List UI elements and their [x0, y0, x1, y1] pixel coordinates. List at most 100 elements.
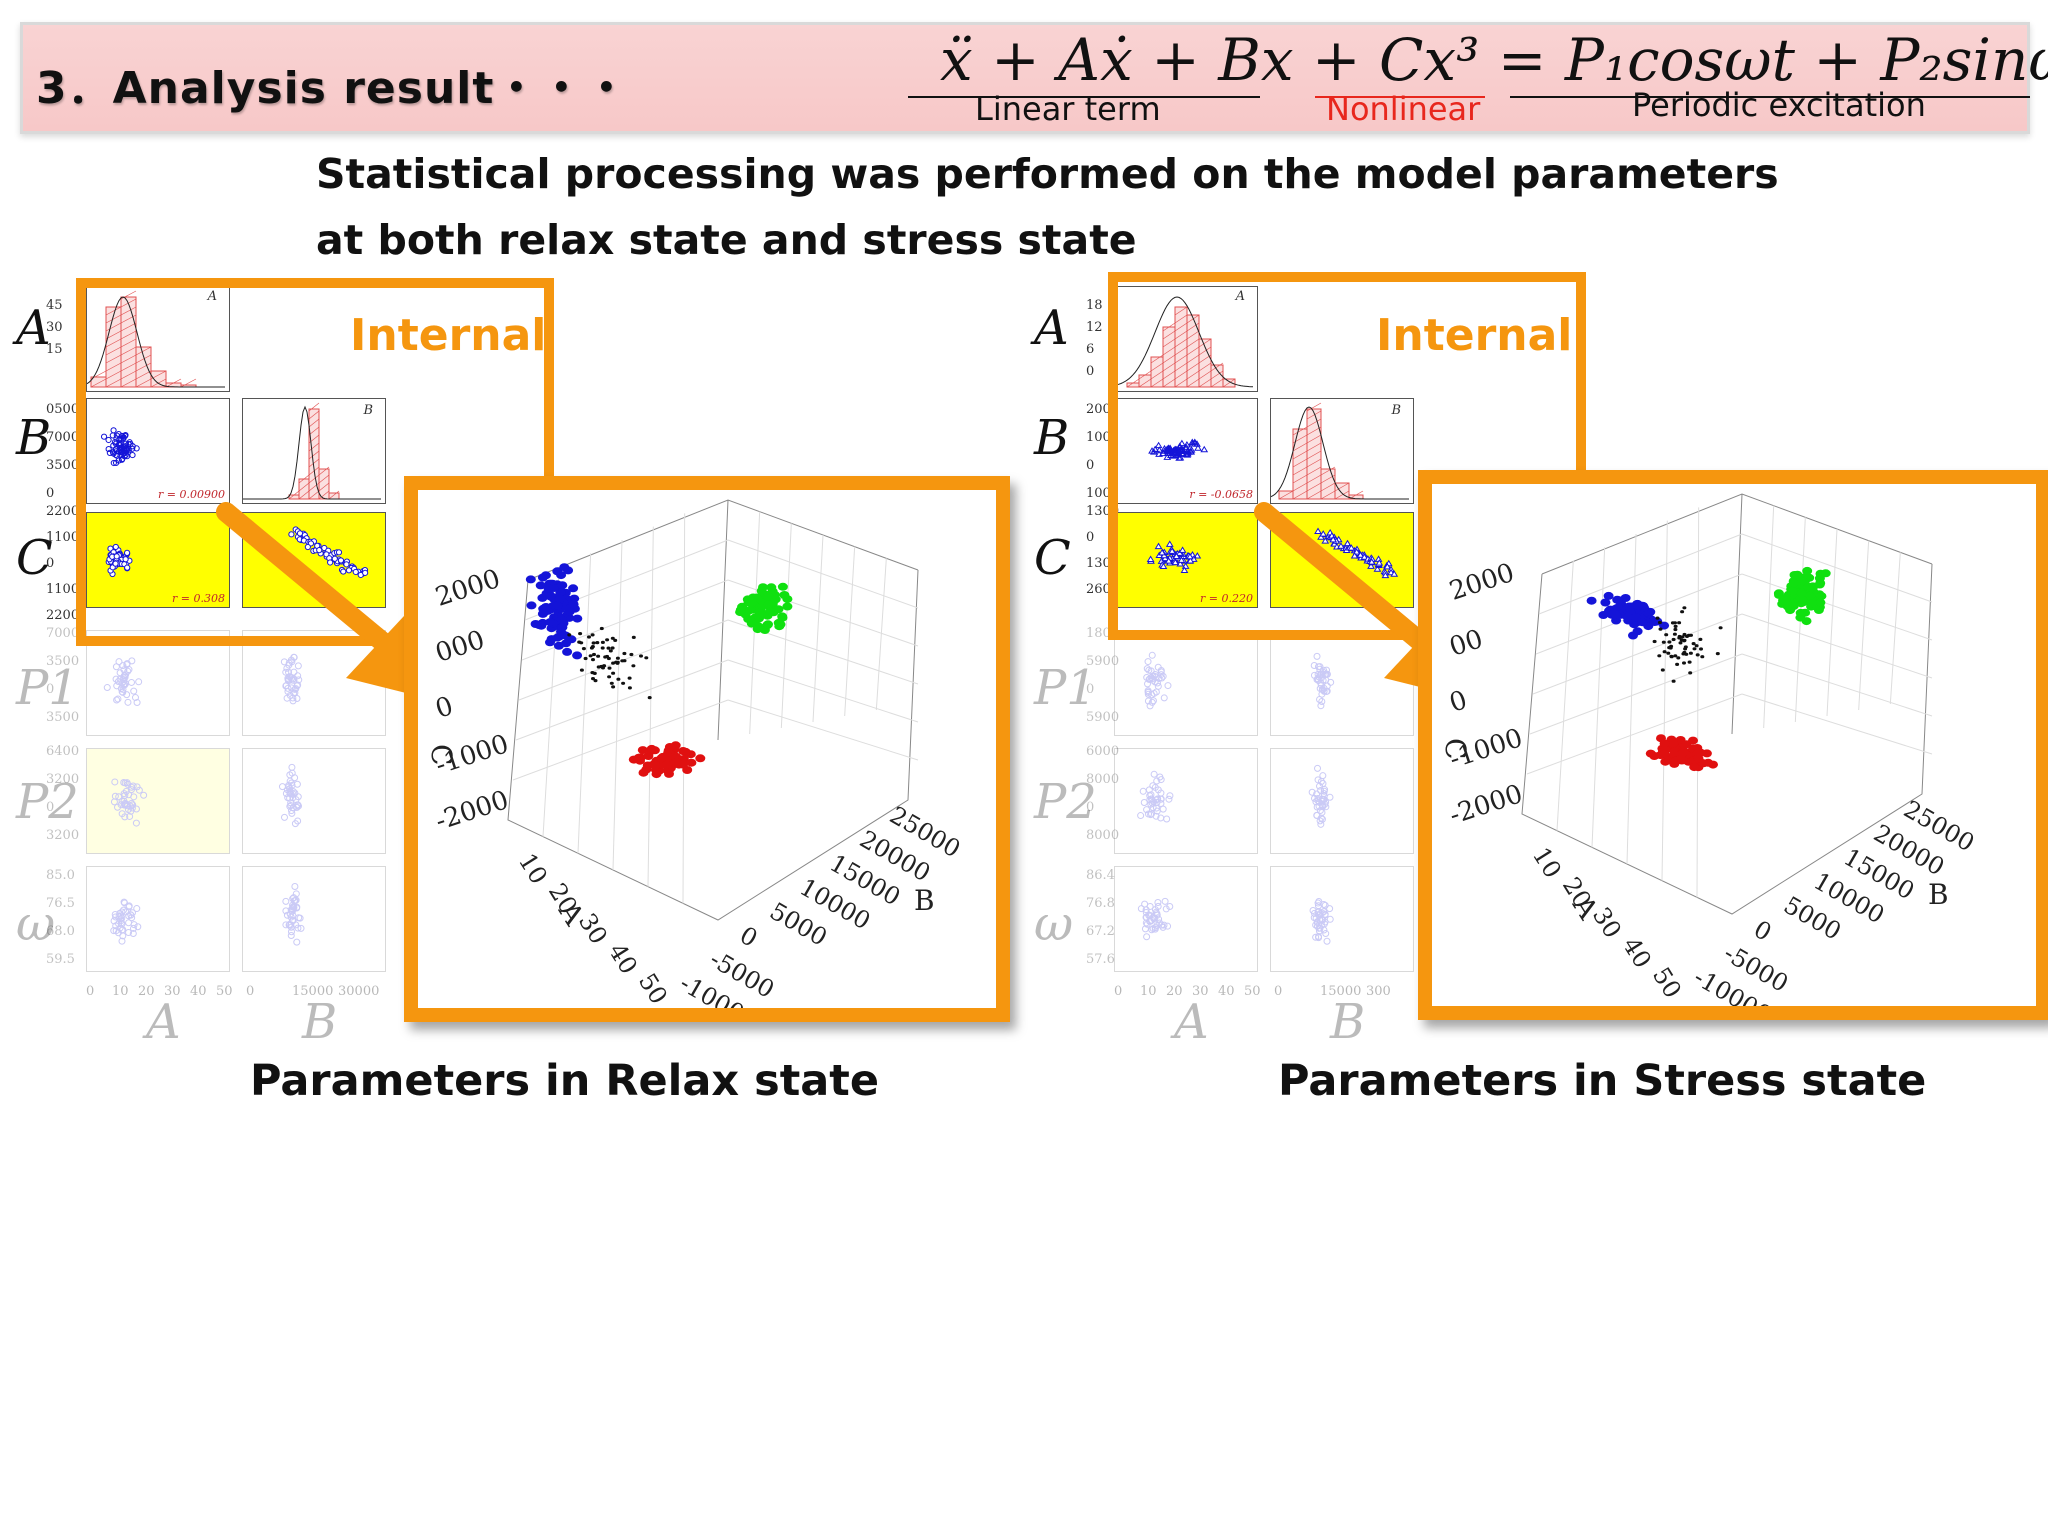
hatch — [1292, 466, 1308, 476]
cluster-point — [1682, 632, 1687, 637]
fit-curve — [1114, 296, 1254, 388]
grid-line — [1591, 547, 1606, 848]
y-tick: 76.5 — [46, 896, 75, 911]
z-axis-label: C — [1439, 738, 1472, 759]
cluster-point — [627, 676, 632, 680]
scatter-point — [129, 801, 137, 809]
scatter-point — [121, 801, 129, 809]
scatter-point — [1143, 933, 1151, 941]
hatch — [1292, 458, 1308, 468]
hatch — [120, 306, 137, 316]
scatter-point — [295, 914, 303, 922]
cluster-point — [647, 696, 652, 700]
cluster-point — [1669, 655, 1674, 659]
cluster-point — [1628, 631, 1638, 640]
scatter-point — [1148, 447, 1156, 454]
hatch — [120, 346, 137, 356]
scatter-point — [113, 553, 120, 560]
scatter-point — [294, 817, 302, 825]
cluster-point — [607, 666, 612, 670]
row-label-0: A — [1034, 300, 1069, 356]
hatch — [1162, 354, 1176, 364]
scatter-point — [1321, 800, 1329, 808]
hatch — [1306, 418, 1322, 428]
fit-curve — [1270, 406, 1409, 500]
matrix-cell-faded — [86, 748, 230, 854]
scatter-point — [290, 804, 298, 812]
col-label-1: B — [302, 994, 338, 1050]
scatter-point — [291, 883, 299, 891]
scatter-point — [1320, 795, 1328, 803]
scatter-point — [1317, 533, 1325, 540]
cluster-point — [1804, 591, 1815, 600]
scatter-point — [1159, 672, 1167, 680]
scatter-point — [1315, 924, 1323, 932]
cell-letter-a: A — [207, 289, 217, 304]
y-tick: 5900 — [1086, 710, 1120, 725]
y-axis-label: B — [1928, 878, 1949, 911]
cluster-point — [1672, 632, 1677, 636]
cluster-point — [606, 646, 611, 650]
hatch — [105, 314, 122, 324]
internal-highlight-box — [1108, 272, 1586, 640]
scatter-point — [1142, 908, 1150, 916]
cell-letter-b: B — [363, 403, 373, 418]
model-equation: ẍ + Aẋ + Bx + Cx³ = P₁cosωt + P₂sinωt — [940, 26, 2048, 94]
hatch — [308, 426, 320, 436]
scatter-point — [1164, 557, 1173, 564]
scatter-point — [1318, 697, 1326, 705]
scatter-point — [288, 917, 296, 925]
scatter-point — [1149, 672, 1157, 680]
scatter-point — [1158, 548, 1166, 556]
cluster-point — [680, 747, 691, 756]
scatter-point — [1315, 932, 1323, 940]
scatter-point — [1150, 689, 1158, 697]
scatter-point — [1157, 671, 1165, 679]
grid-line — [727, 699, 919, 761]
cluster-point — [614, 660, 619, 664]
col-label-1: B — [1330, 994, 1366, 1050]
y-tick: 0 — [46, 682, 55, 697]
hatch — [1174, 346, 1188, 356]
scatter-point — [112, 663, 120, 671]
hatch — [1186, 370, 1200, 380]
scatter-point — [288, 907, 296, 915]
scatter-point — [286, 910, 294, 918]
scatter-point — [129, 782, 137, 790]
scatter-point — [327, 559, 334, 566]
scatter-point — [1148, 926, 1156, 934]
scatter-point — [316, 547, 323, 554]
scatter-point — [288, 905, 296, 913]
scatter-point — [1188, 438, 1197, 446]
scatter-plot — [278, 763, 302, 828]
scatter-point — [1145, 911, 1153, 919]
scatter-point — [1146, 796, 1154, 804]
cluster-point — [1787, 587, 1798, 595]
scatter-point — [1316, 916, 1324, 924]
x-tick: 0 — [86, 984, 95, 999]
scatter-point — [282, 668, 290, 676]
y-tick: 8000 — [1086, 828, 1120, 843]
scatter-point — [1161, 897, 1169, 905]
hatch — [1174, 370, 1188, 380]
cluster-point — [1677, 636, 1682, 640]
row-label-5: ω — [1034, 896, 1074, 952]
scatter-point — [1160, 921, 1168, 929]
cluster-point — [1661, 640, 1666, 644]
scatter-point — [1314, 764, 1322, 772]
scatter-point — [288, 905, 296, 913]
cluster-point — [1681, 740, 1692, 749]
grid-line — [1826, 528, 1838, 717]
scatter-point — [1142, 906, 1150, 914]
scatter-point — [1147, 674, 1155, 682]
scatter-point — [124, 667, 132, 675]
cluster-point — [1586, 596, 1597, 605]
cluster-point — [595, 641, 600, 645]
cluster-point — [596, 665, 601, 669]
cluster-point — [535, 581, 546, 590]
hatch — [1210, 370, 1224, 380]
cluster-point — [588, 654, 593, 658]
scatter-point — [1151, 906, 1159, 914]
cluster-point — [639, 654, 643, 658]
